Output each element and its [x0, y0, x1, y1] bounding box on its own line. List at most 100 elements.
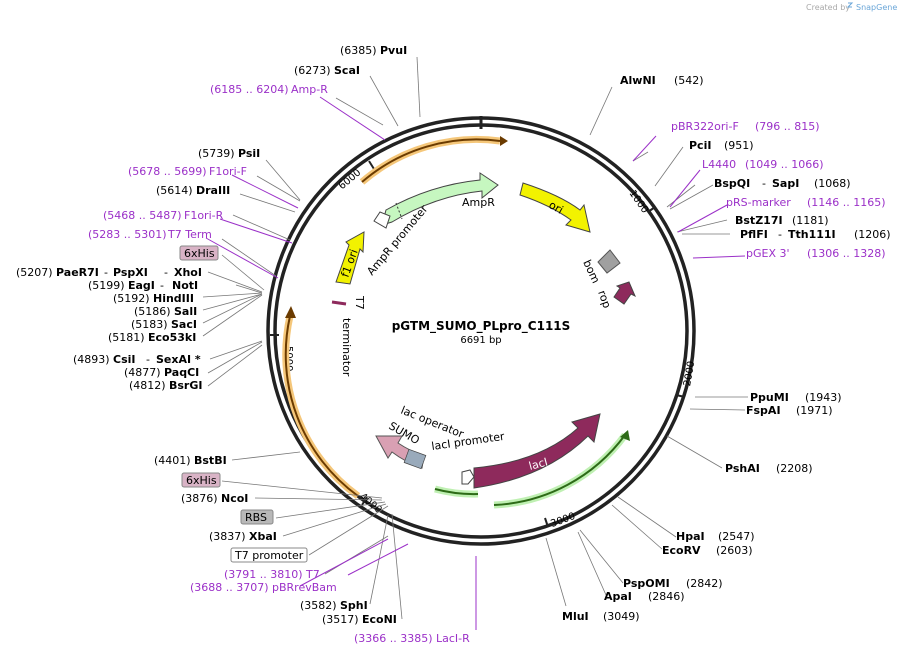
t7-promoter-box[interactable] [230, 547, 308, 563]
ampr-promoter-arrow[interactable] [373, 211, 391, 229]
pshai-label[interactable]: PshAI [725, 462, 760, 475]
saci-label[interactable]: SacI [171, 318, 197, 331]
l4440-primer[interactable]: L4440 [702, 158, 736, 171]
sep-4: - [146, 353, 150, 366]
laci-promoter-label: lacI promoter [431, 430, 506, 453]
pvui-pos: (6385) [340, 44, 377, 57]
noti-label[interactable]: NotI [172, 279, 198, 292]
primer-lines [205, 96, 746, 630]
amp-r-primer[interactable]: Amp-R [291, 83, 328, 96]
sapi-label[interactable]: SapI [772, 177, 799, 190]
paqci-pos: (4877) [124, 366, 161, 379]
amp-r-range: (6185 .. 6204) [210, 83, 289, 96]
eco53ki-pos: (5181) [108, 331, 145, 344]
eco53ki-label[interactable]: Eco53kI [148, 331, 196, 344]
bstbi-label[interactable]: BstBI [194, 454, 227, 467]
fspai-label[interactable]: FspAI [746, 404, 781, 417]
ncoi-label[interactable]: NcoI [221, 492, 248, 505]
sphi-label[interactable]: SphI [340, 599, 368, 612]
ori-label: ori [547, 198, 566, 216]
his-tag-box-1[interactable] [179, 245, 219, 261]
pbr322ori-f-primer[interactable]: pBR322ori-F [671, 120, 739, 133]
f1ori-r-primer[interactable]: F1ori-R [184, 209, 224, 222]
psii-pos: (5739) [198, 147, 235, 160]
apai-label[interactable]: ApaI [604, 590, 632, 603]
t7-terminator-label-a: T7 [353, 295, 366, 310]
mlui-label[interactable]: MluI [562, 610, 589, 623]
bspqi-label[interactable]: BspQI [714, 177, 750, 190]
t7-term-primer[interactable]: T7 Term [167, 228, 212, 241]
t7-terminator-mark[interactable] [331, 300, 347, 306]
his-tag-label-1: 6xHis [184, 247, 215, 260]
t7-term-range: (5283 .. 5301) [88, 228, 167, 241]
sep-3: - [160, 279, 164, 292]
pbrrevbam-primer[interactable]: pBRrevBam [272, 581, 337, 594]
laci-orf-line-b [493, 434, 626, 506]
tick-marks [270, 160, 686, 528]
rop-arrow[interactable] [613, 281, 636, 305]
sali-label[interactable]: SalI [174, 305, 197, 318]
ecorv-pos: (2603) [716, 544, 753, 557]
hpai-label[interactable]: HpaI [676, 530, 705, 543]
f1-ori-arrow[interactable] [335, 231, 365, 285]
paqci-label[interactable]: PaqCI [164, 366, 199, 379]
laci-orf-head [620, 430, 630, 441]
xhoi-label[interactable]: XhoI [174, 266, 202, 279]
his-tag-block [403, 448, 427, 470]
bsrgi-label[interactable]: BsrGI [169, 379, 202, 392]
prs-marker-primer[interactable]: pRS-marker [726, 196, 791, 209]
bom-box[interactable] [597, 249, 621, 274]
t7-promoter-label: T7 promoter [234, 549, 304, 562]
ppumi-pos: (1943) [805, 391, 842, 404]
econi-label[interactable]: EcoNI [362, 613, 397, 626]
tick-1000: 1000 [627, 188, 651, 215]
draiii-label[interactable]: DraIII [196, 184, 230, 197]
f1ori-r-range: (5468 .. 5487) [103, 209, 182, 222]
rbs-box[interactable] [240, 509, 274, 525]
pcii-label[interactable]: PciI [689, 139, 711, 152]
psii-label[interactable]: PsiI [238, 147, 260, 160]
ampr-arrow[interactable] [381, 172, 499, 226]
pvui-label[interactable]: PvuI [380, 44, 407, 57]
alwni-pos: (542) [674, 74, 704, 87]
pspomi-label[interactable]: PspOMI [623, 577, 670, 590]
amp-orf-head [500, 136, 508, 146]
credit-text: Created by [806, 3, 850, 12]
bstz17i-pos: (1181) [792, 214, 829, 227]
econi-pos: (3517) [322, 613, 359, 626]
his-tag-box-2[interactable] [181, 472, 221, 488]
ori-arrow[interactable] [519, 182, 591, 233]
laci-promoter-arrow[interactable] [461, 469, 475, 485]
l4440-range: (1049 .. 1066) [745, 158, 824, 171]
f1-ori-label: f1 ori [339, 248, 361, 279]
xbai-label[interactable]: XbaI [249, 530, 277, 543]
sep-6: - [778, 228, 782, 241]
f1ori-f-primer[interactable]: F1ori-F [209, 165, 247, 178]
ecorv-label[interactable]: EcoRV [662, 544, 701, 557]
scai-label[interactable]: ScaI [334, 64, 360, 77]
bstz17i-label[interactable]: BstZ17I [735, 214, 783, 227]
eagi-label[interactable]: EagI [128, 279, 155, 292]
t7-primer[interactable]: T7 [305, 568, 320, 581]
csii-pos: (4893) [73, 353, 110, 366]
csii-label[interactable]: CsiI [113, 353, 135, 366]
paer7i-label[interactable]: PaeR7I [56, 266, 99, 279]
plasmid-size: 6691 bp [460, 335, 501, 346]
pflfi-label[interactable]: PflFI [740, 228, 768, 241]
sexai-label[interactable]: SexAI * [156, 353, 201, 366]
ppumi-label[interactable]: PpuMI [750, 391, 789, 404]
pspxi-label[interactable]: PspXI [113, 266, 148, 279]
alwni-label[interactable]: AlwNI [620, 74, 656, 87]
laci-r-range: (3366 .. 3385) [354, 632, 433, 645]
rop-label: rop [595, 289, 613, 310]
hindiii-label[interactable]: HindIII [153, 292, 194, 305]
pgex3-primer[interactable]: pGEX 3' [746, 247, 790, 260]
pgex3-range: (1306 .. 1328) [807, 247, 886, 260]
tick-2000: 2000 [682, 360, 697, 387]
t7-primer-range: (3791 .. 3810) [224, 568, 303, 581]
tth111i-label[interactable]: Tth111I [788, 228, 836, 241]
laci-r-primer[interactable]: LacI-R [436, 632, 470, 645]
amp-orf-line [361, 138, 501, 183]
hindiii-pos: (5192) [113, 292, 150, 305]
laci-arrow[interactable] [473, 413, 601, 489]
